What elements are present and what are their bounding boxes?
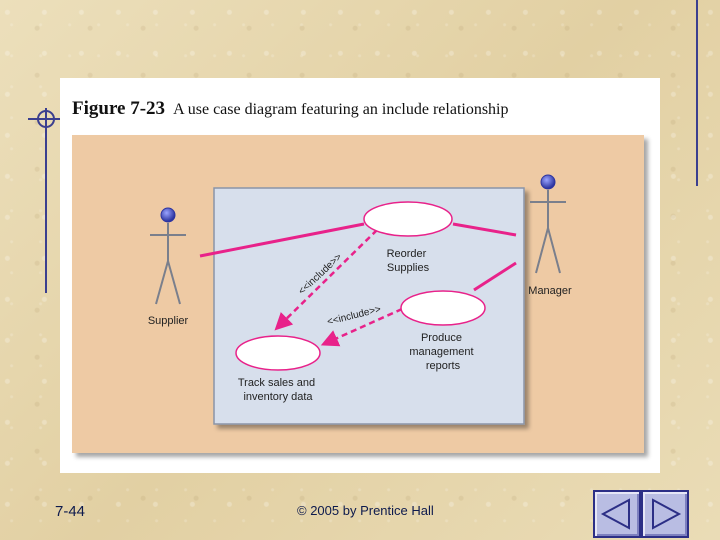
copyright-text: © 2005 by Prentice Hall — [297, 503, 434, 518]
triangle-right-icon — [652, 498, 682, 530]
include-arrow-produce-track — [320, 307, 403, 347]
use-case-label-reorder: Reorder Supplies — [387, 248, 430, 274]
figure-panel: Figure 7-23 A use case diagram featuring … — [60, 78, 660, 473]
figure-caption: A use case diagram featuring an include … — [173, 101, 509, 118]
actor-label-manager: Manager — [528, 285, 572, 297]
association-supplier-reorder — [199, 222, 365, 258]
actor-supplier — [150, 223, 186, 305]
include-arrow-reorder-track — [274, 229, 378, 331]
decorative-circle — [37, 110, 55, 128]
actor-head-manager — [540, 174, 556, 190]
actor-head-supplier — [160, 207, 176, 223]
use-case-reorder — [363, 201, 453, 237]
use-case-track — [235, 335, 321, 371]
figure-title: Figure 7-23 A use case diagram featuring … — [72, 98, 509, 120]
triangle-left-icon — [600, 498, 630, 530]
figure-number: Figure 7-23 — [72, 98, 166, 119]
slide-number: 7-44 — [55, 503, 86, 520]
use-case-diagram: <<include>> <<include>> Reorder Supplies… — [72, 135, 644, 453]
actor-manager — [530, 190, 566, 274]
decorative-line-right — [696, 0, 698, 186]
decorative-line-left — [45, 108, 47, 293]
actor-label-supplier: Supplier — [148, 315, 189, 327]
use-case-label-track: Track sales and inventory data — [238, 377, 318, 403]
association-manager-produce — [473, 261, 517, 292]
next-slide-button[interactable] — [641, 490, 689, 538]
use-case-produce — [400, 290, 486, 326]
association-manager-reorder — [452, 222, 517, 237]
previous-slide-button[interactable] — [593, 490, 641, 538]
use-case-label-produce: Produce management reports — [409, 332, 476, 372]
